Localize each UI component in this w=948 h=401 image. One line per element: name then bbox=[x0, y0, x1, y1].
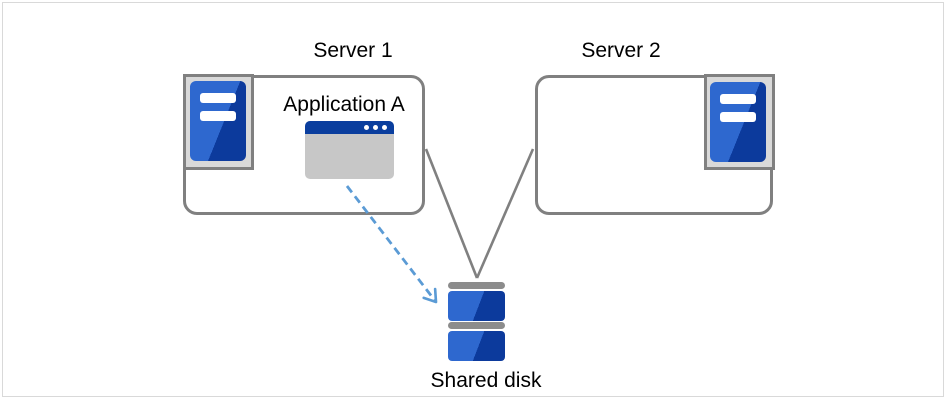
server-tower-icon bbox=[190, 81, 246, 161]
tower-slot-icon bbox=[720, 112, 756, 122]
window-dot-icon bbox=[364, 125, 369, 130]
connector-server1-disk bbox=[424, 148, 479, 279]
tower-slot-icon bbox=[720, 94, 756, 104]
window-dot-icon bbox=[382, 125, 387, 130]
window-dot-icon bbox=[373, 125, 378, 130]
disk-unit-icon bbox=[448, 291, 505, 321]
tower-slot-icon bbox=[200, 93, 236, 103]
connector-server2-disk bbox=[475, 148, 535, 279]
server-tower-icon bbox=[710, 82, 766, 162]
window-titlebar bbox=[305, 121, 394, 134]
tower-slot-icon bbox=[200, 111, 236, 121]
application-window-icon bbox=[305, 121, 394, 179]
disk-unit-icon bbox=[448, 331, 505, 361]
shared-disk-label: Shared disk bbox=[430, 369, 542, 392]
server1-label: Server 1 bbox=[313, 39, 393, 62]
disk-platter-icon bbox=[448, 322, 505, 329]
application-label: Application A bbox=[283, 93, 405, 116]
server2-label: Server 2 bbox=[581, 39, 661, 62]
disk-platter-icon bbox=[448, 282, 505, 289]
